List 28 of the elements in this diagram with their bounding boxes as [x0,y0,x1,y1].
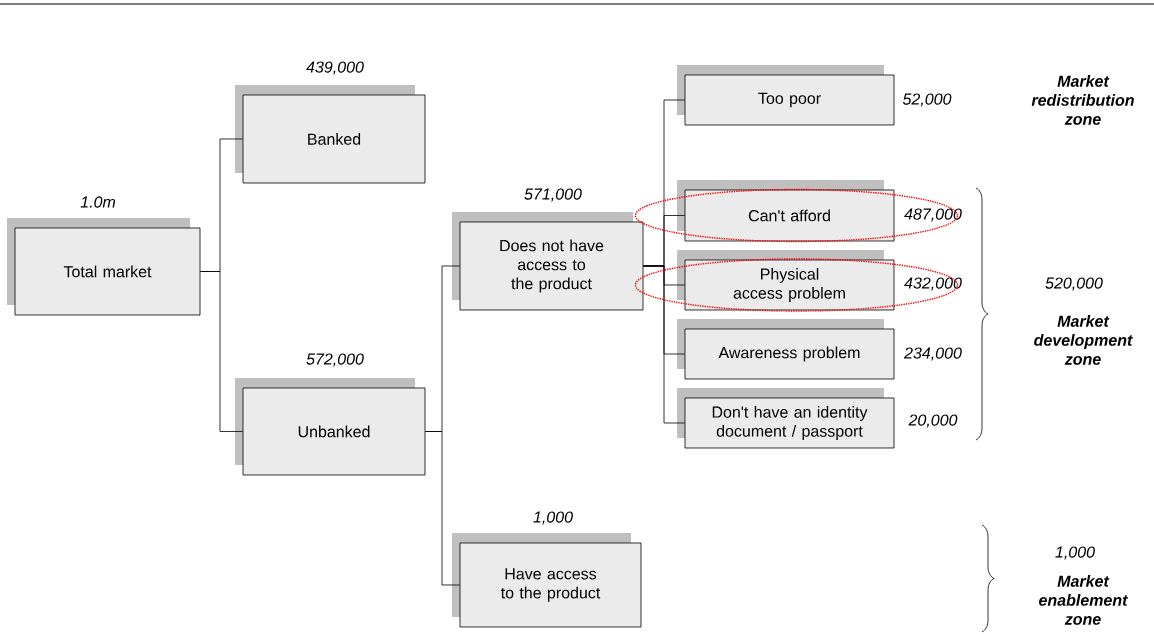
value-label: 487,000 [904,208,962,222]
zone-label: Market enablement zone [1039,575,1128,625]
value-label: 1,000 [533,511,573,525]
value-label: 571,000 [524,188,582,202]
process-box: Too poor [677,65,895,126]
value-label: 520,000 [1045,277,1103,291]
value-label: 234,000 [904,347,962,361]
zone-label: Market development zone [1034,315,1133,365]
value-label: 52,000 [902,93,952,107]
value-label: 20,000 [908,414,958,428]
process-box: Physical access problem [677,250,895,311]
zone-label: Market redistribution zone [1031,75,1134,125]
value-label: 1.0m [80,196,116,208]
process-box: Does not have access to the product [452,212,644,311]
process-box: Can't afford [677,180,895,242]
process-box: Unbanked [235,378,426,476]
process-box: Total market [7,218,201,316]
value-label: 1,000 [1055,546,1095,560]
value-label: 432,000 [904,277,962,291]
process-box: Banked [235,85,426,184]
connector-line [425,431,460,586]
connector-line [643,265,685,424]
process-box: Have access to the product [452,533,642,628]
value-label: 439,000 [306,61,364,75]
process-box: Awareness problem [677,319,895,380]
process-box: Don't have an identity document / passport [677,388,895,449]
connector-line [200,271,243,432]
value-label: 572,000 [306,353,364,367]
